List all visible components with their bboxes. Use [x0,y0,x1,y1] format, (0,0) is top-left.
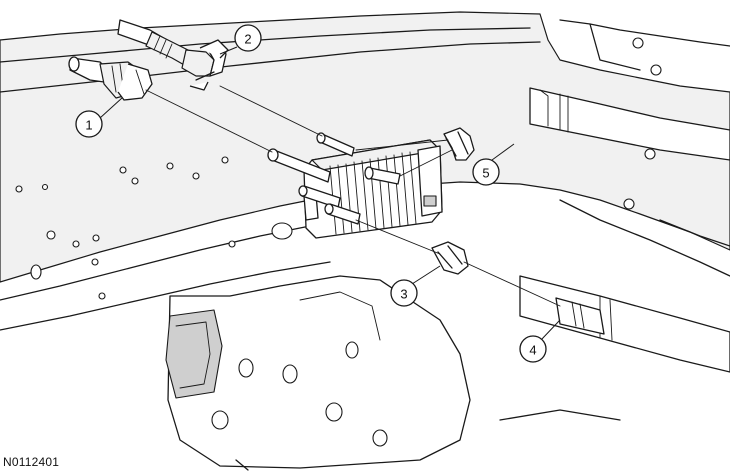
explosion-lines [145,85,561,307]
callout-3: 3 [390,265,441,307]
lower-bracket [165,275,621,471]
upper-tube-clip [443,127,475,161]
callout-4: 4 [519,319,561,363]
cooler-tubes [267,132,401,225]
figure-id-label: N0112401 [3,455,60,469]
left-quick-connect-fitting [68,56,153,101]
callout-number: 3 [400,287,407,302]
callout-5: 5 [472,143,515,186]
callout-circle [234,24,262,52]
transmission-cooler [303,139,443,239]
callout-2: 2 [219,24,262,55]
callout-1: 1 [75,97,123,138]
lower-hose-clamp [431,241,469,275]
callout-number: 1 [85,118,92,133]
callout-circle [390,279,418,307]
callout-number: 2 [244,32,251,47]
lower-cooler-hose [555,297,605,335]
callout-number: 4 [529,343,536,358]
callout-number: 5 [482,166,489,181]
callout-circle [75,110,103,138]
frame-rail [0,11,730,471]
callout-circle [519,335,547,363]
callout-circle [472,158,500,186]
